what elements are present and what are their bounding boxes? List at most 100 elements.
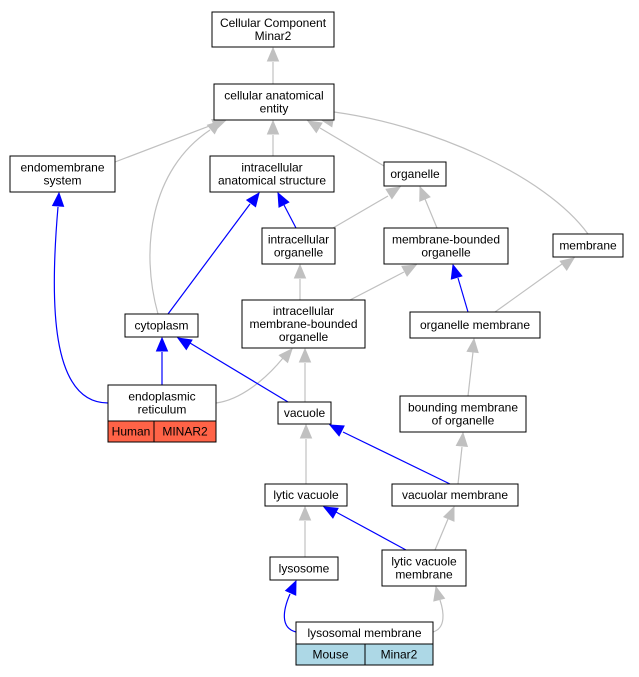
edge-lytic-to-vacuole xyxy=(299,423,313,484)
edge-vacmem-to-vacuole xyxy=(328,424,451,485)
node-box xyxy=(552,233,624,258)
arrowhead xyxy=(245,191,260,208)
node-lysosome[interactable]: lysosome xyxy=(269,556,339,581)
node-label-line: organelle xyxy=(274,246,324,260)
edge-line xyxy=(283,204,297,229)
node-box xyxy=(383,227,509,265)
edge-lysmem-to-lvm xyxy=(432,585,446,633)
node-box xyxy=(209,155,335,193)
edge-line xyxy=(342,431,451,485)
arrowhead xyxy=(559,257,576,271)
node-label-line: system xyxy=(43,174,81,188)
node-membrane[interactable]: membrane xyxy=(552,233,624,258)
node-label-line: lysosome xyxy=(279,562,330,576)
node-orgmem[interactable]: organelle membrane xyxy=(409,311,541,339)
node-label-line: Cellular Component xyxy=(220,16,327,30)
arrowhead xyxy=(206,120,222,135)
arrowhead xyxy=(176,337,193,351)
node-label-line: entity xyxy=(260,102,289,116)
edge-line xyxy=(335,511,407,551)
node-box xyxy=(277,401,332,425)
arrowhead xyxy=(433,585,446,602)
edge-er-to-imbo xyxy=(215,348,293,404)
arrowhead xyxy=(419,185,431,202)
arrowhead xyxy=(155,336,169,352)
annotation-cell xyxy=(364,643,434,666)
node-box xyxy=(383,161,447,187)
node-box xyxy=(124,313,199,338)
edge-er-to-cytoplasm xyxy=(155,336,169,385)
edge-line xyxy=(149,129,211,315)
edge-ias-to-cae xyxy=(266,119,280,156)
node-label-line: membrane-bounded xyxy=(392,233,500,247)
edge-line xyxy=(457,277,469,313)
edge-imbo-to-mbo xyxy=(349,264,418,301)
edge-line xyxy=(349,271,405,301)
annotation-gene: MINAR2 xyxy=(162,425,208,439)
edge-line xyxy=(319,127,385,167)
edge-line xyxy=(467,351,474,397)
node-label-line: of organelle xyxy=(432,414,495,428)
node-box xyxy=(381,549,467,587)
node-label-line: intracellular xyxy=(241,161,302,175)
node-label-line: lytic vacuole xyxy=(273,488,339,502)
edge-line xyxy=(494,263,563,313)
node-box xyxy=(391,483,519,507)
arrowhead xyxy=(442,505,455,522)
node-label-line: lysosomal membrane xyxy=(307,626,421,640)
node-label-line: organelle xyxy=(279,330,329,344)
arrowhead xyxy=(328,424,345,437)
node-vacmem[interactable]: vacuolar membrane xyxy=(391,483,519,507)
node-label-line: organelle membrane xyxy=(420,318,530,332)
arrowhead xyxy=(450,263,463,280)
edge-cytoplasm-to-cae xyxy=(149,120,222,315)
node-label-line: intracellular xyxy=(268,233,329,247)
edge-lvm-to-lytic xyxy=(322,506,407,551)
node-cytoplasm[interactable]: cytoplasm xyxy=(124,313,199,338)
arrowhead xyxy=(299,423,313,439)
node-label-line: membrane xyxy=(559,239,617,253)
arrowhead xyxy=(298,347,312,363)
edge-er-to-endo xyxy=(51,191,109,404)
edge-bmo-to-orgmem xyxy=(466,337,479,397)
edge-line xyxy=(114,124,213,163)
edge-line xyxy=(424,198,438,229)
arrowhead xyxy=(284,579,297,596)
node-vacuole[interactable]: vacuole xyxy=(277,401,332,425)
node-box xyxy=(409,311,541,339)
node-box xyxy=(261,227,336,265)
node-label-line: endoplasmic xyxy=(128,390,195,404)
node-box xyxy=(9,155,116,193)
node-label-line: cytoplasm xyxy=(134,319,188,333)
arrowhead xyxy=(401,264,418,277)
arrowhead xyxy=(277,191,290,208)
edge-mbo-to-organelle xyxy=(419,185,438,229)
edge-line xyxy=(167,203,251,315)
edge-organelle-to-cae xyxy=(306,120,385,167)
node-organelle[interactable]: organelle xyxy=(383,161,447,187)
node-box xyxy=(211,11,335,48)
edge-orgmem-to-membrane xyxy=(494,257,576,313)
node-label-line: lytic vacuole xyxy=(391,555,457,569)
edge-vacmem-to-bmo xyxy=(455,431,469,485)
node-lytic[interactable]: lytic vacuole xyxy=(264,483,348,507)
edge-line xyxy=(457,446,463,485)
edge-imbo-to-io xyxy=(293,263,307,300)
edge-line xyxy=(332,195,389,229)
node-label-line: intracellular xyxy=(273,304,334,318)
edge-lvm-to-vacmem xyxy=(434,505,455,551)
arrowhead xyxy=(322,506,339,519)
